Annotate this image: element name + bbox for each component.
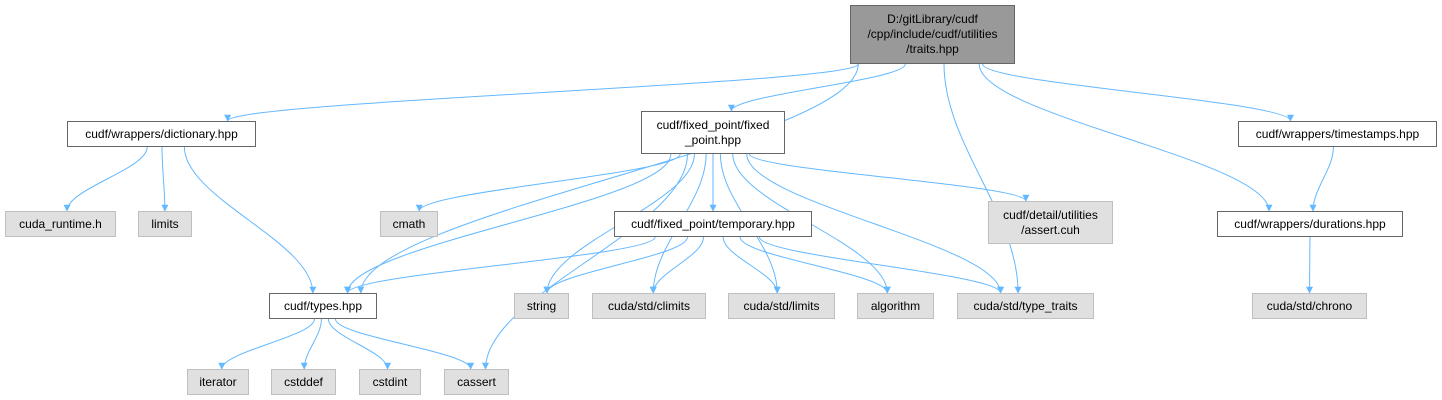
- node-assert-cuh[interactable]: cudf/detail/utilities /assert.cuh: [988, 201, 1113, 244]
- edge-fixed_point-to-assert_cuh: [748, 153, 1030, 202]
- edge-temporary-to-algorithm: [739, 236, 891, 294]
- node-limits[interactable]: limits: [138, 211, 192, 237]
- edge-root-to-type_traits: [943, 63, 1022, 294]
- node-cmath[interactable]: cmath: [380, 211, 438, 237]
- node-label-line: D:/gitLibrary/cudf: [887, 12, 978, 26]
- edge-timestamps-to-durations: [1309, 146, 1334, 212]
- node-label: cuda/std/climits: [607, 298, 691, 313]
- node-algorithm[interactable]: algorithm: [857, 293, 934, 319]
- node-traits-hpp[interactable]: D:/gitLibrary/cudf /cpp/include/cudf/uti…: [850, 5, 1015, 64]
- edge-temporary-to-std_limits: [722, 236, 781, 294]
- node-label: cuda/std/limits: [743, 298, 820, 313]
- edge-types-to-cstddef: [300, 318, 322, 370]
- node-label: cstddef: [284, 374, 323, 389]
- node-label: cudf/wrappers/timestamps.hpp: [1255, 126, 1420, 141]
- node-label: cuda/std/type_traits: [973, 298, 1078, 313]
- node-cuda-std-type-traits[interactable]: cuda/std/type_traits: [957, 293, 1094, 319]
- node-label: cmath: [392, 216, 426, 231]
- node-cuda-std-limits[interactable]: cuda/std/limits: [728, 293, 835, 319]
- node-label: cuda_runtime.h: [19, 216, 102, 231]
- edge-root-to-types: [357, 63, 859, 294]
- node-temporary-hpp[interactable]: cudf/fixed_point/temporary.hpp: [614, 211, 812, 237]
- node-label: iterator: [199, 374, 237, 389]
- node-label: cudf/types.hpp: [283, 298, 363, 313]
- node-cuda-std-climits[interactable]: cuda/std/climits: [592, 293, 706, 319]
- node-types-hpp[interactable]: cudf/types.hpp: [269, 293, 377, 319]
- edge-temporary-to-types: [344, 236, 656, 294]
- node-label-line: cudf/detail/utilities: [1003, 207, 1098, 222]
- node-dictionary-hpp[interactable]: cudf/wrappers/dictionary.hpp: [67, 121, 256, 147]
- node-label-line: /traits.hpp: [906, 42, 959, 56]
- node-fixed-point-hpp[interactable]: cudf/fixed_point/fixed _point.hpp: [641, 111, 785, 154]
- node-label-line: _point.hpp: [684, 132, 742, 147]
- edge-types-to-cassert: [334, 318, 475, 370]
- edge-root-to-durations: [978, 63, 1273, 212]
- edge-fixed_point-to-types: [344, 153, 672, 294]
- edge-fixed_point-to-cassert: [481, 153, 688, 370]
- node-timestamps-hpp[interactable]: cudf/wrappers/timestamps.hpp: [1238, 121, 1437, 147]
- edge-types-to-iterator: [218, 318, 315, 370]
- node-label: cassert: [457, 374, 496, 389]
- edge-temporary-to-type_traits: [758, 236, 1004, 294]
- node-label-line: /cpp/include/cudf/utilities: [867, 27, 998, 41]
- edge-temporary-to-string: [543, 236, 689, 294]
- edge-temporary-to-climits: [649, 236, 704, 294]
- node-label: cudf/wrappers/dictionary.hpp: [85, 126, 238, 141]
- node-label: cstdint: [372, 374, 408, 389]
- node-iterator[interactable]: iterator: [187, 369, 249, 395]
- edge-root-to-timestamps: [982, 63, 1294, 122]
- edge-root-to-dictionary: [224, 63, 859, 122]
- node-label: cuda/std/chrono: [1266, 298, 1353, 313]
- node-label: cudf/fixed_point/temporary.hpp: [631, 216, 795, 231]
- edge-types-to-cstdint: [327, 318, 392, 370]
- node-label-line: /assert.cuh: [1021, 222, 1080, 237]
- node-label: cudf/wrappers/durations.hpp: [1234, 216, 1386, 231]
- node-label: limits: [151, 216, 179, 231]
- node-string[interactable]: string: [514, 293, 569, 319]
- node-cassert[interactable]: cassert: [444, 369, 509, 395]
- node-cuda-std-chrono[interactable]: cuda/std/chrono: [1252, 293, 1367, 319]
- node-cstdint[interactable]: cstdint: [359, 369, 421, 395]
- edge-dictionary-to-types: [183, 146, 317, 294]
- node-label: string: [526, 298, 557, 313]
- edge-root-to-fixed_point: [728, 63, 906, 112]
- edge-dictionary-to-cuda_runtime: [63, 146, 148, 212]
- node-label-line: cudf/fixed_point/fixed: [656, 117, 770, 132]
- node-durations-hpp[interactable]: cudf/wrappers/durations.hpp: [1217, 211, 1403, 237]
- edge-fixed_point-to-type_traits: [746, 153, 1004, 294]
- node-cstddef[interactable]: cstddef: [271, 369, 336, 395]
- edge-dictionary-to-limits: [161, 146, 169, 212]
- node-label: algorithm: [870, 298, 921, 313]
- edge-fixed_point-to-cmath: [415, 153, 681, 212]
- node-cuda-runtime-h[interactable]: cuda_runtime.h: [5, 211, 116, 237]
